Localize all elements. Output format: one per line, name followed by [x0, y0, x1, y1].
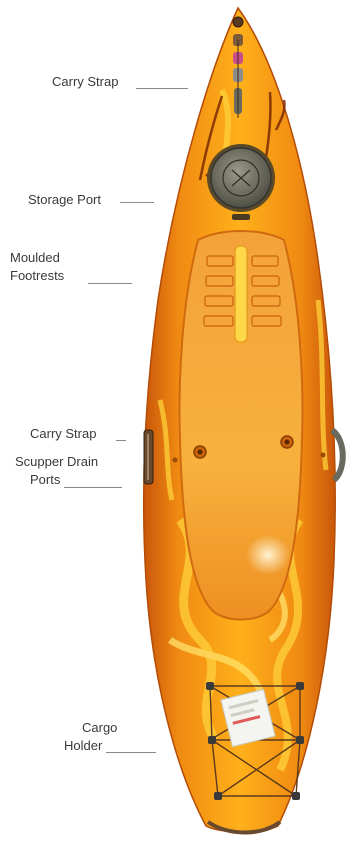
- leader-carry-strap-top: [136, 88, 188, 89]
- leader-scupper-drain-ports: [64, 487, 122, 488]
- leader-storage-port: [120, 202, 154, 203]
- label-holder: Holder: [64, 738, 102, 754]
- seat-glare: [246, 535, 290, 575]
- leader-carry-strap-side: [116, 440, 126, 441]
- label-scupper-drain: Scupper Drain: [15, 454, 98, 470]
- leader-moulded-footrests: [88, 283, 132, 284]
- label-moulded: Moulded: [10, 250, 60, 266]
- label-carry-strap-side: Carry Strap: [30, 426, 96, 442]
- label-storage-port: Storage Port: [28, 192, 101, 208]
- label-ports: Ports: [30, 472, 60, 488]
- label-cargo: Cargo: [82, 720, 117, 736]
- label-carry-strap-top: Carry Strap: [52, 74, 118, 90]
- leader-cargo-holder: [106, 752, 156, 753]
- label-footrests: Footrests: [10, 268, 64, 284]
